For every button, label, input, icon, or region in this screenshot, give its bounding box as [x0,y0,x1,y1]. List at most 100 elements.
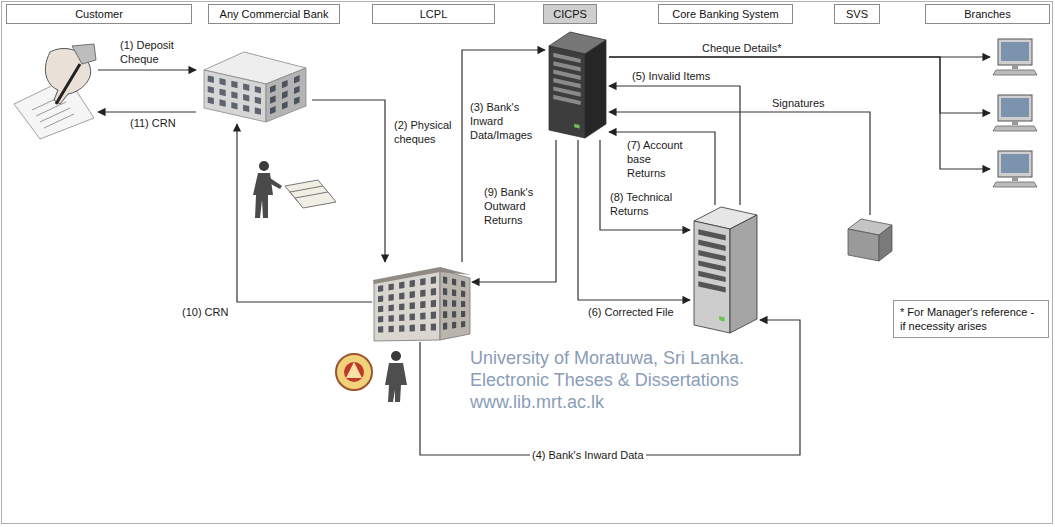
window [282,80,288,88]
window [698,281,725,292]
side-wall [440,270,470,340]
window [452,278,456,285]
window [452,311,456,317]
monitor [998,39,1032,65]
core-banking-server [690,205,760,335]
window [389,283,394,290]
window [420,313,425,320]
illustration [694,207,757,333]
window [443,300,447,307]
illustration [993,39,1037,75]
window [443,276,447,284]
shirt-cuff [72,44,96,64]
flow-arrow [312,100,385,262]
monitor-stand [1012,65,1018,69]
window [461,301,465,307]
window [410,302,415,309]
window [698,271,725,282]
logo-ring [336,354,372,390]
device-side [879,225,892,261]
screen [1001,42,1029,61]
column-header: LCPL [372,4,495,24]
courier-head [259,161,269,171]
window [399,293,404,300]
flow-arrow [609,57,990,113]
flow-arrow [237,124,372,302]
window [420,278,425,286]
window [461,311,465,317]
cicps-server [545,30,609,140]
cheque-stack [285,180,336,208]
window [461,280,465,287]
screen [1001,98,1029,117]
keyboard [993,70,1037,75]
window [553,78,580,88]
edge-label: Signatures [770,96,827,110]
branch-computer-drawing [990,150,1040,188]
university-logo [336,354,372,390]
monitor-stand [1012,121,1018,125]
window [452,300,456,307]
pen [56,64,80,104]
window [220,99,226,107]
logo-mark [346,362,362,378]
facade [204,70,266,122]
column-header: Core Banking System [658,4,793,24]
watermark-text: University of Moratuwa, Sri Lanka. [470,348,744,368]
window [399,282,404,289]
monitor [998,95,1032,121]
writing-line [44,114,74,128]
flow-arrow [420,320,800,455]
edge-label: (8) Technical Returns [608,190,684,218]
window [452,322,456,329]
flow-arrow [472,140,556,282]
illustration [204,52,306,122]
window [698,260,725,271]
screen [1001,154,1029,173]
customer-illustration-drawing [10,42,98,140]
edge-label: (4) Bank's Inward Data [530,448,646,462]
header-text: Branches [932,7,1043,21]
flow-arrow [98,111,196,112]
core-banking-server-drawing [690,205,760,335]
window [420,301,425,308]
illustration [993,151,1037,187]
window [461,291,465,298]
lcpl-building-drawing [372,262,472,342]
window [270,95,276,103]
window [431,312,436,319]
monitor [998,151,1032,177]
monitor-stand [1012,177,1018,181]
bank-building-drawing [196,38,312,124]
window [220,78,226,85]
flow-arrow [462,50,545,262]
window [294,86,300,94]
window [378,326,383,332]
header-text: Customer [13,7,185,21]
device-front [848,229,879,261]
header-text: LCPL [379,7,488,21]
window [553,53,580,63]
window [270,106,276,114]
window [420,290,425,297]
svs-device [845,215,895,263]
window [389,326,394,333]
edge-label: (11) CRN [128,116,178,130]
svs-device-drawing [845,215,895,263]
courier-figure [253,161,282,218]
window [698,250,725,261]
column-header: Customer [6,4,192,24]
logo-core [344,362,364,382]
window [294,96,300,104]
window [208,86,214,94]
server-front [549,46,585,138]
edge-label: (10) CRN [180,305,230,319]
window [399,325,404,332]
window [443,288,447,295]
edge-label: (6) Corrected File [586,305,676,319]
illustration [14,44,96,139]
flow-arrow [609,86,740,205]
illustration [993,95,1037,131]
window [452,289,456,296]
